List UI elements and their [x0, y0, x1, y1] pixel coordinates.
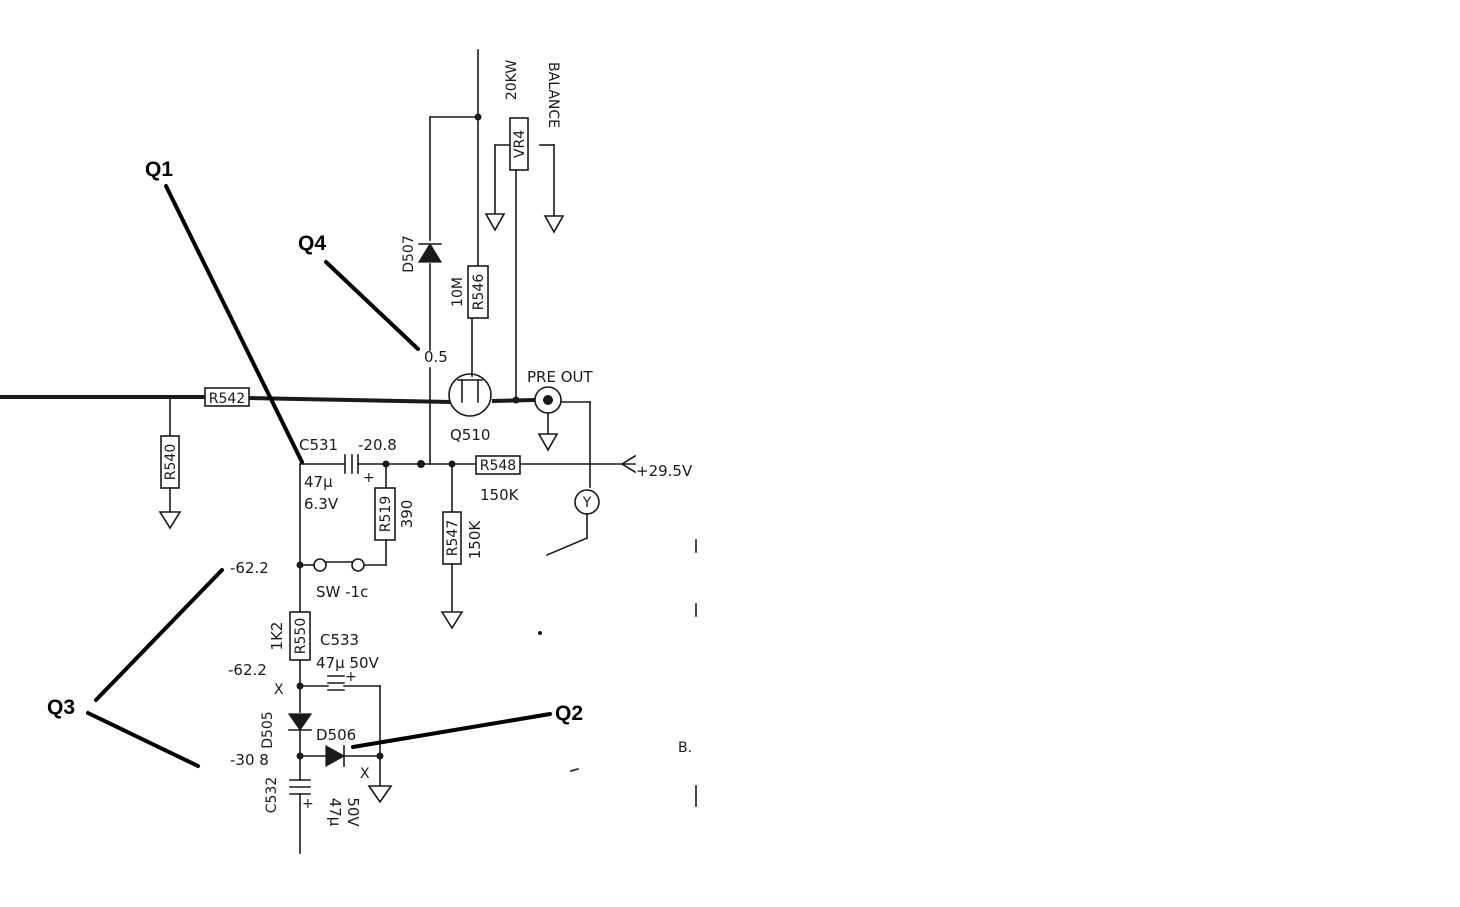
svg-text:R548: R548: [480, 458, 516, 474]
x-mark-left: X: [274, 682, 284, 698]
node-voltage-neg62-2-a: -62.2: [230, 559, 269, 577]
annotation-labels: Q1 Q4 Q3 Q2: [47, 158, 583, 725]
q3-leader-line-upper: [94, 568, 224, 702]
svg-text:BALANCE: BALANCE: [545, 62, 561, 128]
svg-text:R547: R547: [445, 520, 461, 556]
svg-text:+: +: [302, 796, 314, 812]
svg-text:10M: 10M: [450, 277, 466, 307]
svg-text:+: +: [363, 470, 375, 486]
resistor-r550: R550 1K2: [268, 611, 311, 661]
svg-text:390: 390: [398, 500, 416, 529]
supply-voltage-label: +29.5V: [636, 462, 693, 480]
node-voltage-neg20-8: -20.8: [358, 436, 397, 454]
diode-d505: D505: [260, 711, 313, 749]
jfet-q510: Q510: [448, 373, 492, 444]
y-marker: Y: [545, 489, 600, 557]
svg-text:R546: R546: [471, 274, 487, 311]
svg-text:D506: D506: [316, 726, 356, 744]
svg-text:C533: C533: [320, 631, 359, 649]
page-edge-marks: B.: [538, 539, 697, 807]
potentiometer-vr4: VR4 20KW BALANCE: [484, 60, 565, 401]
resistor-r540: R540: [158, 396, 182, 530]
resistor-r548: R548 150K: [475, 455, 521, 504]
svg-text:R519: R519: [378, 496, 394, 532]
svg-text:47μ 50V: 47μ 50V: [316, 654, 379, 672]
svg-text:47μ: 47μ: [326, 798, 344, 827]
resistor-r546: R546 10M: [450, 265, 489, 319]
negative-bus: [296, 463, 304, 854]
svg-text:R550: R550: [293, 618, 309, 654]
diode-d507: D507: [401, 235, 443, 273]
svg-text:150K: 150K: [480, 486, 520, 504]
svg-text:R542: R542: [209, 391, 245, 407]
svg-text:D505: D505: [260, 711, 276, 749]
svg-text:47μ: 47μ: [304, 473, 333, 491]
annotation-leaders: [86, 184, 552, 768]
svg-text:C532: C532: [264, 777, 280, 814]
capacitor-c532: + C532 47μ 50V: [264, 777, 362, 828]
capacitor-c531: + C531 -20.8 47μ 6.3V: [299, 436, 397, 513]
svg-text:D507: D507: [401, 235, 417, 273]
svg-text:B.: B.: [678, 740, 692, 756]
svg-text:1K2: 1K2: [268, 622, 286, 651]
resistor-r547: R547 150K: [440, 463, 484, 630]
svg-text:SW -1c: SW -1c: [316, 583, 368, 601]
q1-leader-line: [164, 184, 304, 464]
svg-text:150K: 150K: [466, 520, 484, 560]
q510-label: Q510: [450, 426, 490, 444]
capacitor-c533: + C533 47μ 50V: [299, 631, 381, 757]
resistor-r519: R519 390: [363, 463, 416, 566]
svg-text:R540: R540: [163, 444, 179, 480]
svg-text:VR4: VR4: [512, 130, 528, 158]
switch-sw1c: SW -1c: [299, 558, 368, 601]
diode-d506: D506 X: [299, 726, 393, 804]
svg-text:+: +: [345, 669, 357, 685]
node-voltage-neg30-8: -30 8: [230, 751, 269, 769]
annotation-q3: Q3: [47, 696, 75, 719]
svg-text:6.3V: 6.3V: [304, 495, 339, 513]
annotation-q2: Q2: [555, 702, 583, 725]
svg-text:50V: 50V: [344, 797, 362, 827]
svg-text:Y: Y: [582, 495, 592, 511]
supply-rail: +29.5V: [299, 454, 693, 480]
node-voltage-neg62-2-b: -62.2: [228, 661, 267, 679]
pre-out-jack: PRE OUT: [527, 368, 593, 488]
q4-leader-line: [324, 260, 420, 351]
gate-voltage-label: 0.5: [424, 348, 448, 366]
q3-leader-line-lower: [86, 711, 200, 768]
resistor-r542: R542: [204, 387, 250, 407]
top-network: [429, 49, 482, 465]
x-mark-right: X: [360, 766, 370, 782]
annotation-q1: Q1: [145, 158, 173, 181]
svg-text:20KW: 20KW: [504, 60, 520, 100]
svg-text:PRE OUT: PRE OUT: [527, 368, 593, 386]
q2-leader-line: [351, 712, 552, 749]
annotation-q4: Q4: [298, 232, 326, 255]
svg-text:C531: C531: [299, 436, 338, 454]
